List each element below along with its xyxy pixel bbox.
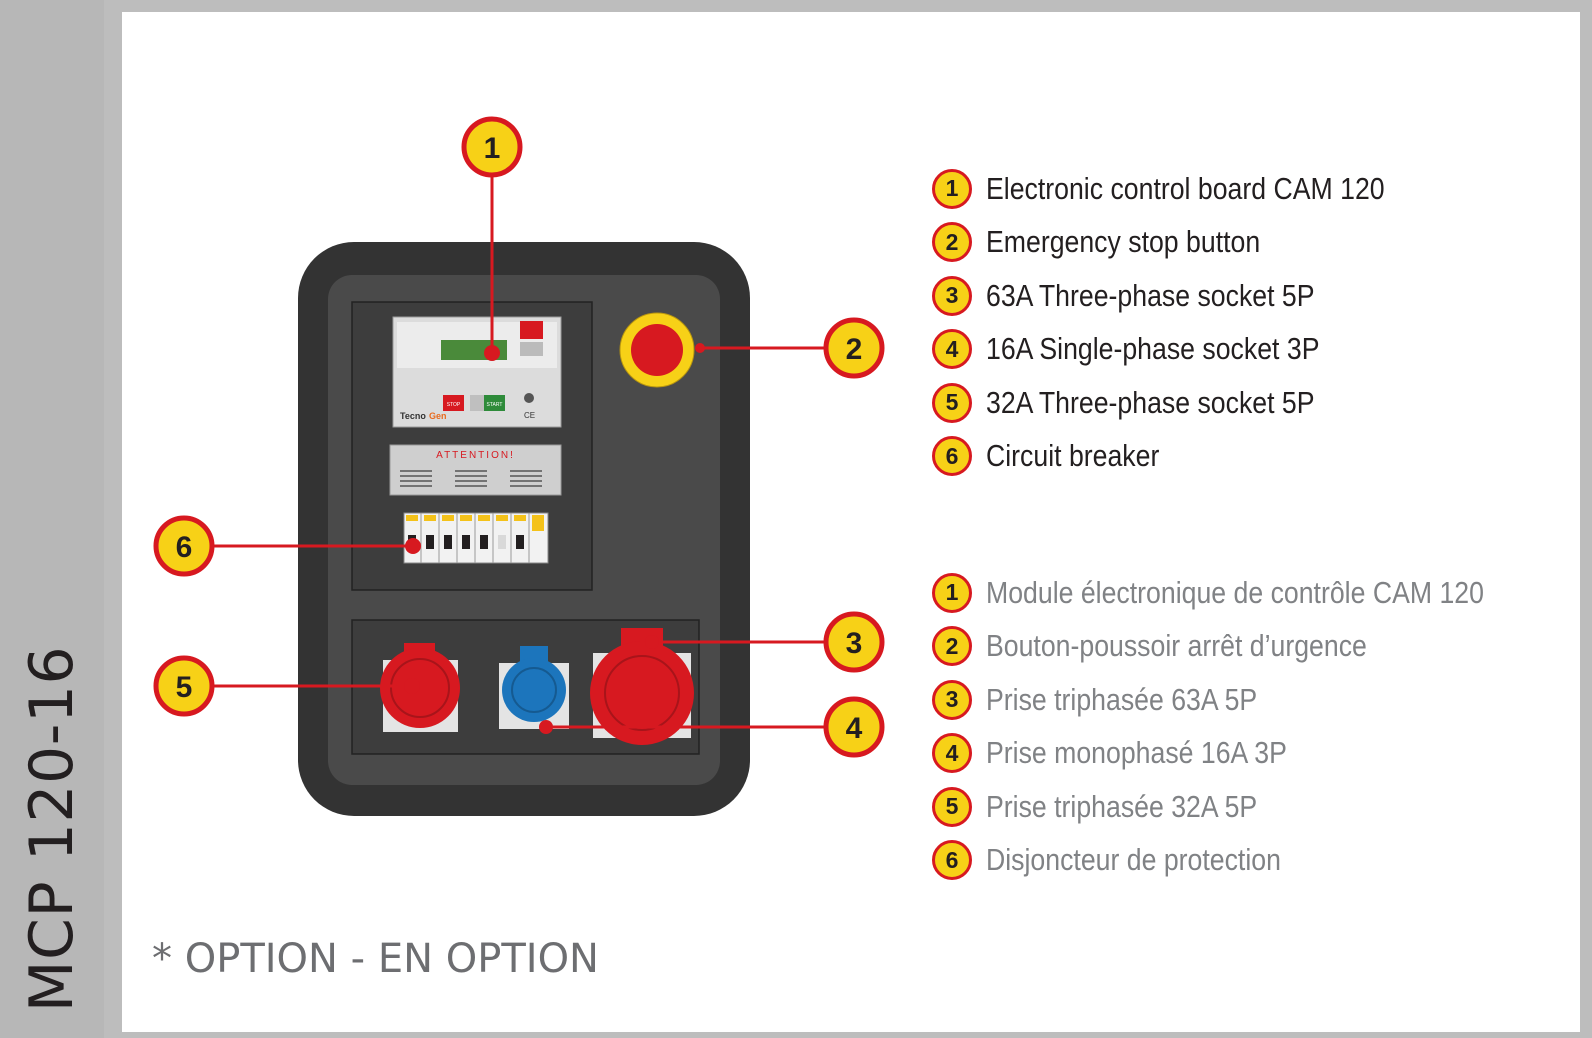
legend-fr-badge: 2 (932, 626, 972, 667)
warning-label: ATTENTION! (436, 450, 515, 461)
breaker-dividers (420, 513, 530, 563)
legend-fr-label: Module électronique de contrôle CAM 120 (986, 574, 1484, 610)
socket-16a (499, 646, 569, 729)
legend-fr-badge: 5 (932, 786, 972, 827)
side-bar: MCP 120-16 (0, 0, 104, 1038)
legend-fr-label: Disjoncteur de protection (986, 842, 1281, 878)
reset-button (470, 395, 486, 411)
legend-en-badge: 5 (932, 382, 972, 423)
brand-label: Tecno (400, 411, 426, 421)
legend-en-badge: 3 (932, 275, 972, 316)
legend-fr-label: Prise monophasé 16A 3P (986, 735, 1287, 771)
legend-fr-badge: 4 (932, 733, 972, 774)
legend-en-item: 4 16A Single-phase socket 3P (932, 323, 1572, 377)
leader-dot-2 (695, 343, 705, 353)
callout-2-number: 2 (846, 333, 863, 366)
control-board: STOP START Tecno Gen CE (392, 316, 562, 428)
option-note: * OPTION - EN OPTION (152, 936, 599, 982)
callout-4: 4 (823, 696, 885, 758)
breaker-toggle-off (498, 535, 506, 549)
circuit-breaker-row (403, 512, 549, 564)
stop-button (443, 395, 464, 411)
legend-fr-label: Prise triphasée 32A 5P (986, 788, 1258, 824)
control-board-indicator (520, 321, 543, 339)
socket-16a-ring (511, 667, 557, 713)
legend-en-label: Circuit breaker (986, 438, 1160, 474)
breaker-top-strip (406, 515, 544, 531)
callout-1: 1 (461, 116, 523, 178)
legend-en-item: 5 32A Three-phase socket 5P (932, 376, 1572, 430)
socket-63a (590, 628, 694, 745)
start-button (484, 395, 505, 411)
legend-en-badge: 1 (932, 168, 972, 209)
ce-mark: CE (524, 411, 535, 420)
leader-dot-6 (405, 538, 421, 554)
socket-63a-ring (604, 655, 680, 731)
warning-text-lines (400, 470, 542, 487)
brand-suffix: Gen (429, 411, 447, 421)
legend-fr-label: Prise triphasée 63A 5P (986, 681, 1258, 717)
legend-english: 1 Electronic control board CAM 120 2 Eme… (932, 162, 1572, 483)
warning-plate: ATTENTION! (389, 444, 562, 496)
callout-5: 5 (153, 655, 215, 717)
legend-fr-item: 4 Prise monophasé 16A 3P (932, 727, 1572, 781)
legend-en-badge: 4 (932, 329, 972, 370)
emergency-stop-button (619, 312, 695, 388)
callout-2: 2 (823, 317, 885, 379)
legend-fr-label: Bouton-poussoir arrêt d’urgence (986, 628, 1367, 664)
legend-en-label: Electronic control board CAM 120 (986, 170, 1385, 206)
socket-32a (380, 643, 460, 732)
legend-fr-item: 5 Prise triphasée 32A 5P (932, 780, 1572, 834)
leader-dot-5 (404, 678, 420, 694)
leader-dot-4 (539, 720, 553, 734)
legend-en-badge: 6 (932, 436, 972, 477)
legend-en-badge: 2 (932, 222, 972, 263)
legend-en-item: 6 Circuit breaker (932, 430, 1572, 484)
callout-6: 6 (153, 515, 215, 577)
legend-fr-item: 6 Disjoncteur de protection (932, 834, 1572, 888)
callout-6-number: 6 (176, 531, 193, 564)
legend-en-label: 16A Single-phase socket 3P (986, 331, 1320, 367)
legend-fr-badge: 6 (932, 840, 972, 881)
leader-dot-1 (484, 345, 500, 361)
legend-en-item: 3 63A Three-phase socket 5P (932, 269, 1572, 323)
callout-3: 3 (823, 611, 885, 673)
leader-endpoints (404, 343, 705, 734)
leader-dot-3 (645, 635, 659, 649)
callout-1-number: 1 (484, 132, 501, 165)
legend-en-item: 1 Electronic control board CAM 120 (932, 162, 1572, 216)
control-board-knob (524, 393, 534, 403)
legend-fr-item: 1 Module électronique de contrôle CAM 12… (932, 566, 1572, 620)
callout-5-number: 5 (176, 671, 193, 704)
emergency-stop-mushroom (631, 324, 683, 376)
callout-4-number: 4 (846, 712, 863, 745)
legend-en-item: 2 Emergency stop button (932, 216, 1572, 270)
legend-fr-item: 2 Bouton-poussoir arrêt d’urgence (932, 620, 1572, 674)
start-label: START (487, 402, 503, 408)
stop-label: STOP (447, 402, 461, 408)
legend-french: 1 Module électronique de contrôle CAM 12… (932, 566, 1572, 887)
callout-3-number: 3 (846, 627, 863, 660)
leader-lines (214, 176, 826, 729)
control-board-key (520, 342, 543, 356)
legend-fr-badge: 3 (932, 679, 972, 720)
legend-en-label: 63A Three-phase socket 5P (986, 277, 1315, 313)
socket-32a-ring (390, 658, 450, 718)
legend-fr-badge: 1 (932, 572, 972, 613)
legend-en-label: Emergency stop button (986, 224, 1261, 260)
legend-en-label: 32A Three-phase socket 5P (986, 384, 1315, 420)
legend-fr-item: 3 Prise triphasée 63A 5P (932, 673, 1572, 727)
